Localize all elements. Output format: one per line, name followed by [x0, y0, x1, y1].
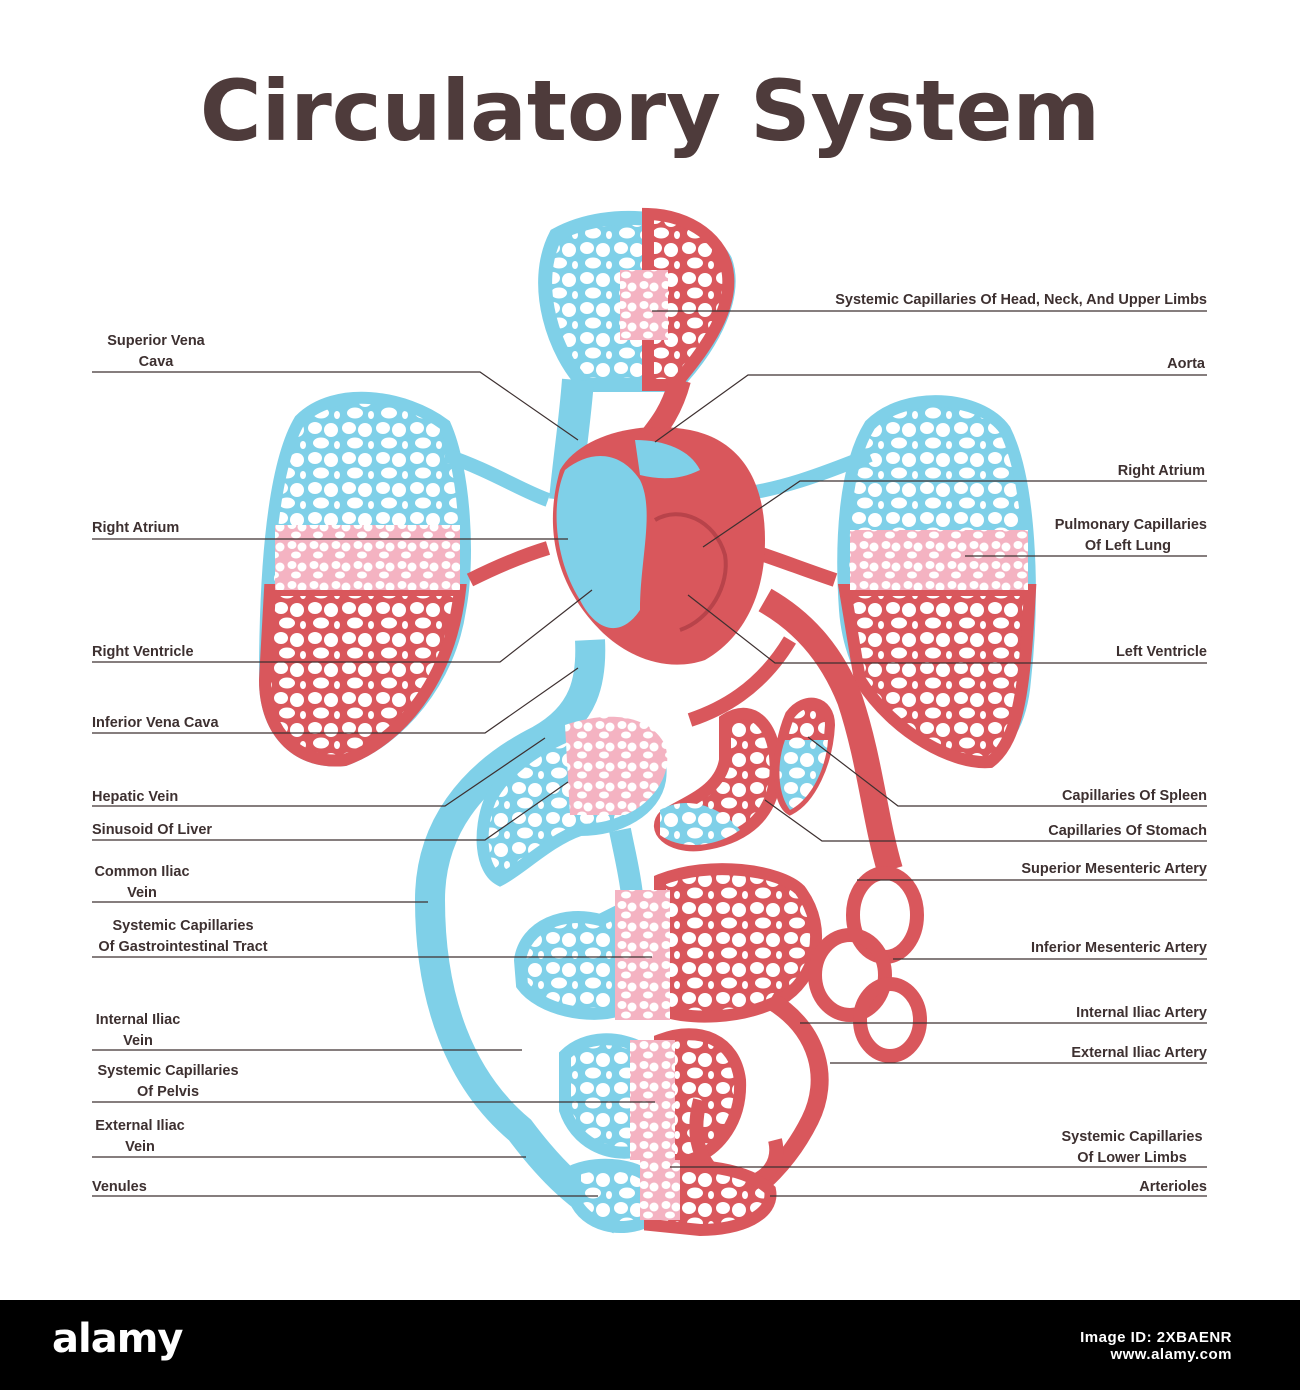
label-aorta: Aorta [1167, 356, 1205, 372]
label-right-atrium-right: Right Atrium [1117, 463, 1205, 479]
heart [552, 426, 765, 665]
stomach [653, 707, 782, 852]
image-id: Image ID: 2XBAENR [1080, 1329, 1232, 1346]
label-internal-iliac-vein: Internal Iliac Vein [95, 1012, 181, 1049]
alamy-logo: alamy [52, 1316, 183, 1362]
mesenteric-artery-loops [808, 866, 927, 1063]
label-superior-vena-cava: Superior Vena Cava [107, 333, 205, 370]
left-lung [258, 391, 471, 767]
right-lung [837, 395, 1037, 769]
pelvis-capillaries [559, 1028, 747, 1166]
label-external-iliac-artery: External Iliac Artery [1071, 1045, 1207, 1061]
label-systemic-capillaries-lower-limbs: Systemic Capillaries Of Lower Limbs [1061, 1129, 1203, 1166]
gi-tract-capillaries [513, 863, 822, 1023]
leader-lines [92, 310, 1207, 1197]
label-pulmonary-capillaries: Pulmonary Capillaries Of Left Lung [1054, 517, 1207, 554]
label-capillaries-stomach: Capillaries Of Stomach [1048, 823, 1207, 839]
circulatory-diagram [92, 207, 1207, 1237]
label-inferior-vena-cava: Inferior Vena Cava [92, 715, 219, 731]
liver [476, 716, 668, 887]
pulmonary-vein-left [442, 448, 551, 507]
label-systemic-capillaries-head: Systemic Capillaries Of Head, Neck, And … [835, 292, 1207, 308]
label-venules: Venules [92, 1179, 147, 1195]
spleen [773, 697, 836, 816]
label-right-ventricle: Right Ventricle [92, 644, 194, 660]
label-systemic-capillaries-pelvis: Systemic Capillaries Of Pelvis [97, 1063, 239, 1100]
lower-limb-capillaries [569, 1158, 777, 1237]
portal-vein [609, 827, 643, 897]
label-right-atrium-left: Right Atrium [92, 520, 180, 536]
label-common-iliac-vein: Common Iliac Vein [94, 864, 190, 901]
label-capillaries-spleen: Capillaries Of Spleen [1061, 788, 1207, 804]
label-left-ventricle: Left Ventricle [1115, 644, 1207, 660]
label-inferior-mesenteric-artery: Inferior Mesenteric Artery [1031, 940, 1207, 956]
label-external-iliac-vein: External Iliac Vein [95, 1118, 185, 1155]
label-internal-iliac-artery: Internal Iliac Artery [1076, 1005, 1207, 1021]
site-url: www.alamy.com [1110, 1346, 1232, 1363]
inferior-vena-cava-vessel [414, 639, 627, 1234]
label-superior-mesenteric-artery: Superior Mesenteric Artery [1021, 861, 1207, 877]
label-sinusoid-of-liver: Sinusoid Of Liver [92, 822, 213, 838]
footer-bar [0, 1300, 1300, 1390]
label-hepatic-vein: Hepatic Vein [92, 789, 179, 805]
page-title: Circulatory System [199, 62, 1101, 160]
label-systemic-capillaries-gi: Systemic Capillaries Of Gastrointestinal… [98, 918, 268, 955]
image-id-block: Image ID: 2XBAENR www.alamy.com [1080, 1329, 1232, 1363]
label-arterioles: Arterioles [1139, 1179, 1207, 1195]
descending-aorta-vessel [758, 588, 903, 874]
head-capillary-bed [538, 207, 736, 392]
